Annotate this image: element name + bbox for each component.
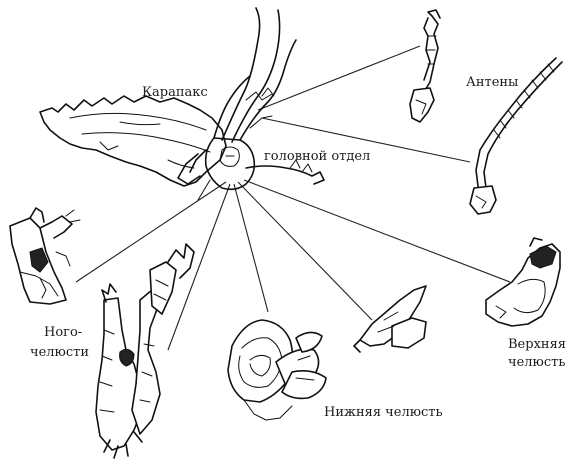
mandible (486, 238, 560, 326)
antenna-short (410, 10, 440, 122)
label-mandible-line2: челюсть (508, 355, 565, 370)
carapace-drawing (40, 96, 226, 186)
leader-maxilliped-left (76, 182, 226, 282)
maxilliped-small (10, 208, 80, 304)
label-maxilla: Нижняя челюсть (324, 405, 443, 420)
label-mandible-line1: Верхняя (508, 337, 566, 352)
label-maxillipeds-line2: челюсти (30, 345, 89, 360)
leader-maxilla-large (234, 184, 268, 312)
leader-maxilliped-mid (168, 184, 230, 350)
maxilliped-large (96, 244, 194, 458)
label-maxillipeds-line1: Ного- (44, 325, 82, 340)
label-head-section: головной отдел (264, 149, 370, 164)
label-carapace: Карапакс (142, 85, 208, 100)
maxilla-large (228, 320, 326, 420)
leader-maxilla-small (238, 182, 372, 320)
leader-mandible (244, 180, 510, 282)
maxilla-small (354, 286, 426, 352)
label-antennae: Антены (466, 75, 518, 90)
